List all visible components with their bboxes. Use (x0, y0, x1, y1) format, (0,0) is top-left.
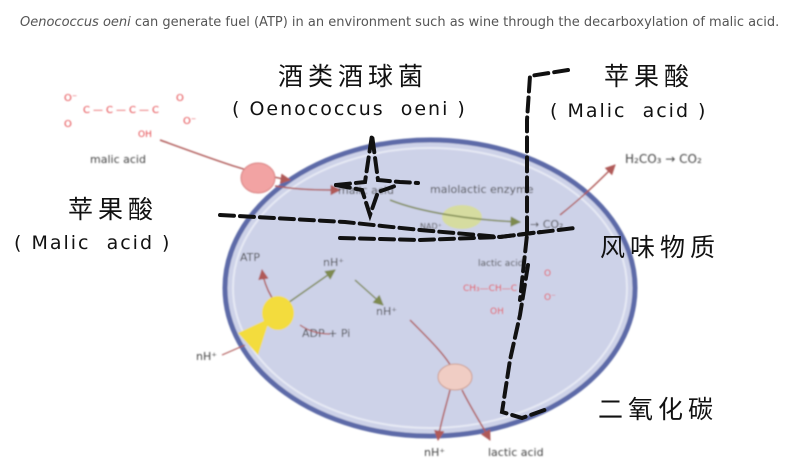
malic-acid-label: malic acid (90, 153, 146, 166)
atp-synthase-head (262, 296, 294, 330)
lactic-acid-inner-label: lactic acid (478, 259, 523, 269)
nh-outside-left-label: nH⁺ (196, 350, 217, 363)
nh-mid-label: nH⁺ (376, 305, 397, 318)
co2-exit-arrow (559, 164, 616, 216)
proton-arrow-down (354, 279, 384, 306)
lactic-out-arrow (461, 389, 491, 441)
annotation-co2-zh: 二氧化碳 (598, 395, 719, 424)
atp-label: ATP (240, 251, 260, 264)
proton-arrow-up (284, 269, 336, 306)
nh-outside-bottom-label: nH⁺ (424, 446, 445, 459)
formula-oh: OH (138, 130, 152, 140)
annotation-malic-right-zh: 苹果酸 (604, 62, 695, 91)
malic-acid-transporter (240, 162, 276, 194)
formula-o-minus-right: O⁻ (183, 116, 196, 127)
caption-text: can generate fuel (ATP) in an environmen… (130, 15, 780, 30)
lactic-formula-oh: OH (490, 307, 504, 317)
annotation-organism-en: ( Oenococcus oeni ) (232, 98, 467, 120)
pointer-organism-arrowhead (334, 183, 397, 222)
figure-caption: Oenococcus oeni can generate fuel (ATP) … (20, 15, 779, 30)
pointer-malic-right (518, 68, 570, 302)
adp-arrow (299, 324, 331, 335)
annotation-malic-left-zh: 苹果酸 (68, 195, 159, 224)
annotation-malic-right-en: ( Malic acid ) (550, 100, 708, 122)
h2co3-co2-label: H₂CO₃ → CO₂ (625, 152, 702, 166)
malic-acid-arrow-inner (274, 184, 342, 196)
co2-inner-label: → CO₂ (530, 218, 563, 231)
annotation-organism-zh: 酒类酒球菌 (278, 62, 429, 91)
lactic-formula-o: O (544, 269, 551, 279)
lactic-acid-outside-label: lactic acid (488, 446, 544, 459)
malic-acid-formula: O⁻ C—C—C—C O O O⁻ OH (64, 93, 196, 140)
annotation-malic-left-en: ( Malic acid ) (14, 232, 172, 254)
pointer-flavor (338, 230, 542, 243)
nh-out-arrow (434, 389, 451, 442)
enzyme-arrow (389, 199, 522, 227)
lactic-acid-formula: CH₃—CH—C O O⁻ OH (463, 269, 556, 317)
inner-malic-acid-label: malic acid (338, 184, 394, 197)
malic-acid-arrow-in (159, 139, 292, 184)
formula-chain: C—C—C—C (83, 105, 162, 116)
nh-top-label: nH⁺ (323, 256, 344, 269)
proton-arrow-in (221, 344, 246, 356)
formula-o-left: O (64, 119, 72, 130)
bacterial-cell (222, 137, 638, 439)
nad-label: NAD⁺ (420, 222, 442, 231)
atp-synthase-stalk (238, 318, 270, 355)
annotation-lines (218, 68, 577, 421)
formula-o-right: O (176, 93, 184, 104)
annotation-flavor-zh: 风味物质 (600, 233, 721, 262)
cell-membrane-inner (232, 147, 628, 429)
caption-organism: Oenococcus oeni (20, 15, 131, 30)
lactic-formula-ominus: O⁻ (544, 293, 556, 303)
formula-o-minus-top: O⁻ (64, 93, 77, 104)
lactate-transporter (437, 363, 473, 391)
lactic-formula-chain: CH₃—CH—C (463, 284, 517, 294)
pointer-co2 (499, 263, 552, 421)
malolactic-enzyme-label: malolactic enzyme (430, 183, 534, 196)
pointer-organism (334, 134, 420, 187)
